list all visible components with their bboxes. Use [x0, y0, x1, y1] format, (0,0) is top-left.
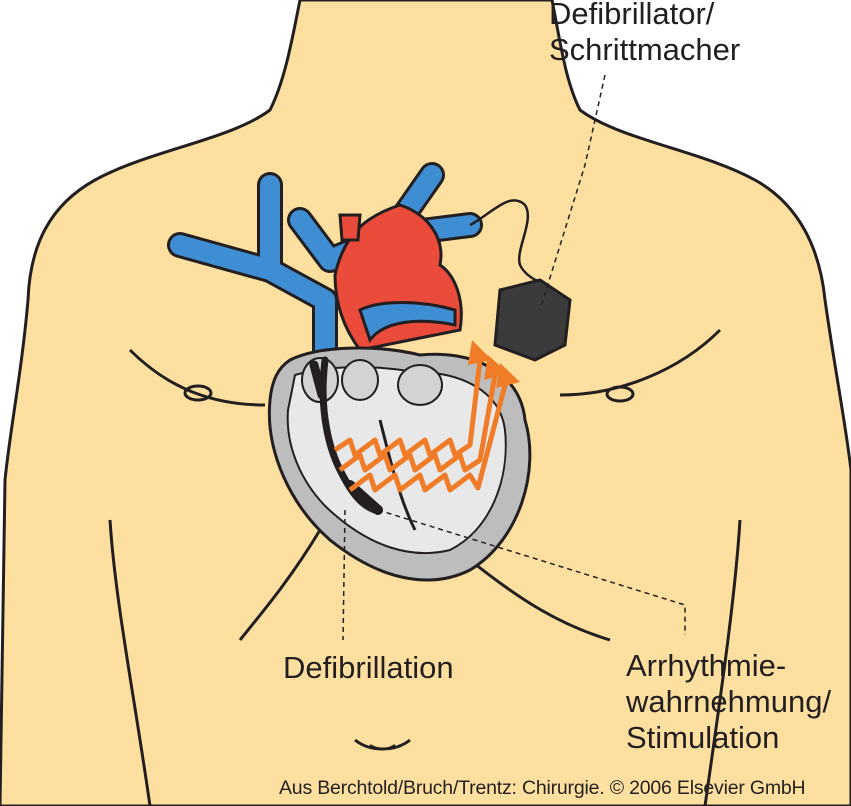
aorta-stub: [338, 213, 362, 242]
leader-lines: [342, 74, 686, 641]
device-label-line2: Schrittmacher: [549, 32, 741, 67]
navel-inner: [369, 744, 396, 750]
atrium-chamber-mid: [341, 359, 379, 401]
pectoral-line-left: [128, 348, 266, 407]
shock-waves: [333, 359, 508, 493]
lead-electrode-upper: [309, 360, 327, 400]
pulmonary-vessel: [358, 301, 457, 344]
arrhythmia-label-line1: Arrhythmie-: [626, 648, 787, 683]
defibrillation-label: Defibrillation: [283, 650, 454, 685]
abdomen-line: [108, 519, 152, 806]
nipple-right: [605, 385, 635, 403]
defibrillator-device: [493, 278, 572, 362]
shock-arrowheads: [468, 340, 520, 388]
pectoral-line-right: [559, 328, 722, 397]
arrhythmia-label: Arrhythmie- wahrnehmung/ Stimulation: [626, 648, 831, 756]
device-label-line1: Defibrillator/: [549, 0, 715, 31]
nipple-left: [183, 384, 213, 402]
arrhythmia-label-line3: Stimulation: [626, 720, 780, 755]
credit-line: Aus Berchtold/Bruch/Trentz: Chirurgie. ©…: [279, 777, 806, 799]
atrium-chamber-right: [397, 364, 443, 406]
abdomen-line-right: [703, 519, 742, 806]
rib-line-left: [238, 529, 322, 641]
device-label: Defibrillator/ Schrittmacher: [549, 0, 740, 68]
device-cable: [469, 199, 541, 284]
arrhythmia-label-line2: wahrnehmung/: [626, 684, 832, 719]
rib-line-right: [469, 558, 611, 642]
